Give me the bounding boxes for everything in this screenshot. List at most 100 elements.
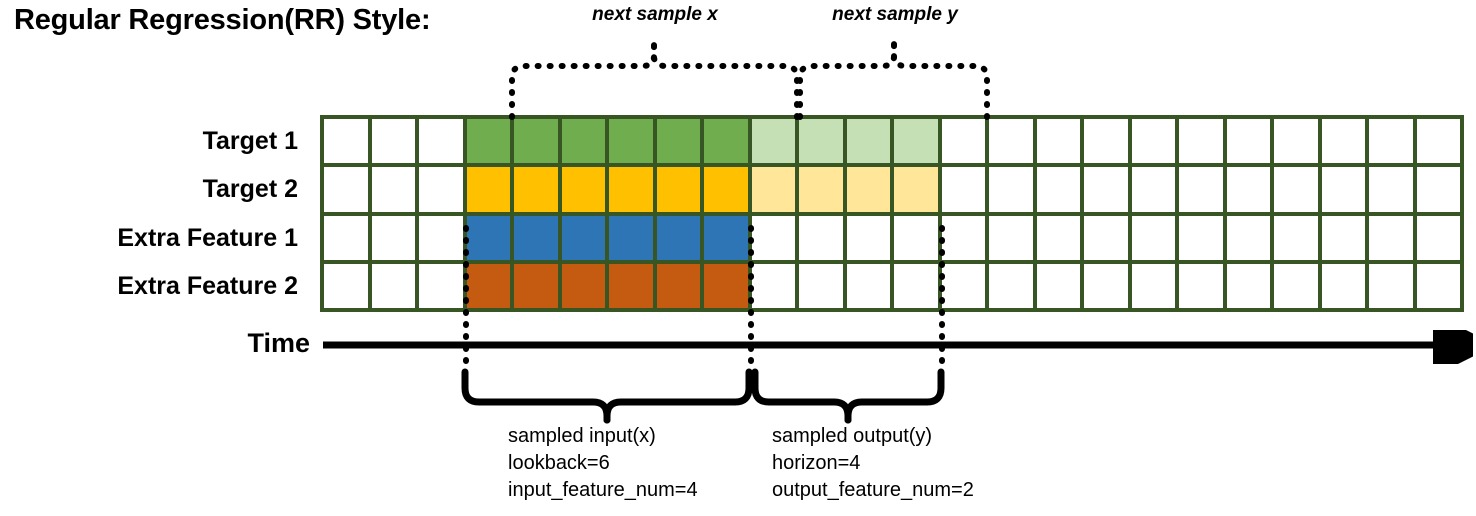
grid-cell-input — [704, 263, 748, 308]
grid-cell-empty — [1226, 215, 1270, 260]
grid-cell-empty — [1321, 167, 1365, 212]
grid-cell-empty — [324, 263, 368, 308]
grid-cell-input — [609, 167, 653, 212]
grid-cell-empty — [941, 263, 985, 308]
grid-cell-input — [704, 167, 748, 212]
grid-cell-empty — [1084, 167, 1128, 212]
grid-cell-empty — [1226, 263, 1270, 308]
grid-cell-input — [656, 215, 700, 260]
grid-cell-empty — [1179, 263, 1223, 308]
grid-cell-empty — [371, 167, 415, 212]
annotation-sampled-output: sampled output(y) horizon=4 output_featu… — [772, 423, 974, 504]
grid-cell-empty — [941, 167, 985, 212]
grid-cell-input — [561, 263, 605, 308]
grid-cell-output — [799, 119, 843, 164]
grid-cell-empty — [1036, 215, 1080, 260]
grid-row-2 — [324, 167, 1460, 212]
row-label-3: Extra Feature 1 — [117, 223, 298, 252]
grid-cell-empty — [419, 215, 463, 260]
annotation-input-line2: lookback=6 — [508, 452, 610, 474]
grid-cell-input — [656, 167, 700, 212]
bottom-brace-sampled-output — [751, 368, 945, 424]
grid-cell-empty — [894, 215, 938, 260]
grid-cell-empty — [1369, 167, 1413, 212]
grid-cell-input — [561, 119, 605, 164]
grid-cell-input — [704, 119, 748, 164]
row-label-2: Target 2 — [202, 175, 298, 204]
grid-cell-empty — [1131, 167, 1175, 212]
grid-cell-empty — [1416, 167, 1460, 212]
grid-cell-empty — [1226, 167, 1270, 212]
grid-cell-empty — [1179, 215, 1223, 260]
grid-cell-empty — [1036, 263, 1080, 308]
grid-cell-empty — [941, 119, 985, 164]
grid-row-4 — [324, 263, 1460, 308]
grid-cell-empty — [1416, 263, 1460, 308]
grid-cell-output — [894, 119, 938, 164]
grid-cell-empty — [1321, 263, 1365, 308]
grid-cell-empty — [1369, 215, 1413, 260]
grid-cell-input — [609, 119, 653, 164]
grid-cell-empty — [751, 215, 795, 260]
grid-cell-empty — [1131, 215, 1175, 260]
grid-cell-empty — [1416, 119, 1460, 164]
grid-cell-output — [846, 119, 890, 164]
grid-cell-empty — [751, 263, 795, 308]
top-brace-next-sample-y — [797, 41, 990, 120]
grid-cell-input — [561, 215, 605, 260]
grid-cell-empty — [1369, 119, 1413, 164]
time-axis-label: Time — [247, 328, 310, 358]
grid-cell-empty — [989, 167, 1033, 212]
grid-cell-empty — [419, 119, 463, 164]
grid-cell-empty — [1084, 263, 1128, 308]
grid-cell-input — [466, 263, 510, 308]
grid-cell-output — [751, 167, 795, 212]
grid-cell-empty — [1226, 119, 1270, 164]
grid-cell-output — [799, 167, 843, 212]
annotation-output-line3: output_feature_num=2 — [772, 479, 974, 501]
grid-cell-empty — [1274, 263, 1318, 308]
grid-cell-empty — [324, 167, 368, 212]
grid-cell-input — [514, 263, 558, 308]
grid-cell-input — [561, 167, 605, 212]
grid-cell-empty — [1131, 119, 1175, 164]
grid-cell-empty — [371, 263, 415, 308]
grid-row-3 — [324, 215, 1460, 260]
grid-cell-empty — [894, 263, 938, 308]
grid-cell-empty — [1321, 215, 1365, 260]
grid-cell-empty — [324, 215, 368, 260]
grid-cell-input — [704, 215, 748, 260]
grid-cell-empty — [989, 119, 1033, 164]
row-label-1: Target 1 — [202, 127, 298, 155]
grid-cell-empty — [1321, 119, 1365, 164]
grid-row-1 — [324, 119, 1460, 164]
next-sample-y-label: next sample y — [832, 4, 958, 25]
page-title: Regular Regression(RR) Style: — [14, 4, 431, 36]
grid-cell-input — [609, 215, 653, 260]
timeline-grid — [320, 115, 1464, 312]
grid-cell-empty — [1274, 119, 1318, 164]
grid-cell-empty — [799, 263, 843, 308]
grid-cell-input — [656, 119, 700, 164]
grid-cell-empty — [846, 263, 890, 308]
annotation-input-line3: input_feature_num=4 — [508, 479, 698, 501]
grid-cell-input — [514, 215, 558, 260]
grid-cell-input — [656, 263, 700, 308]
grid-cell-input — [609, 263, 653, 308]
grid-cell-output — [894, 167, 938, 212]
grid-cell-empty — [989, 263, 1033, 308]
grid-cell-empty — [1179, 119, 1223, 164]
grid-cell-empty — [1036, 167, 1080, 212]
grid-cell-empty — [1179, 167, 1223, 212]
grid-cell-empty — [324, 119, 368, 164]
grid-cell-empty — [1416, 215, 1460, 260]
grid-cell-input — [466, 119, 510, 164]
top-brace-next-sample-x — [509, 41, 800, 120]
annotation-input-line1: sampled input(x) — [508, 425, 656, 447]
annotation-output-line1: sampled output(y) — [772, 425, 933, 447]
grid-cell-empty — [941, 215, 985, 260]
grid-cell-empty — [419, 263, 463, 308]
grid-cell-output — [751, 119, 795, 164]
time-axis-arrow — [323, 330, 1473, 364]
